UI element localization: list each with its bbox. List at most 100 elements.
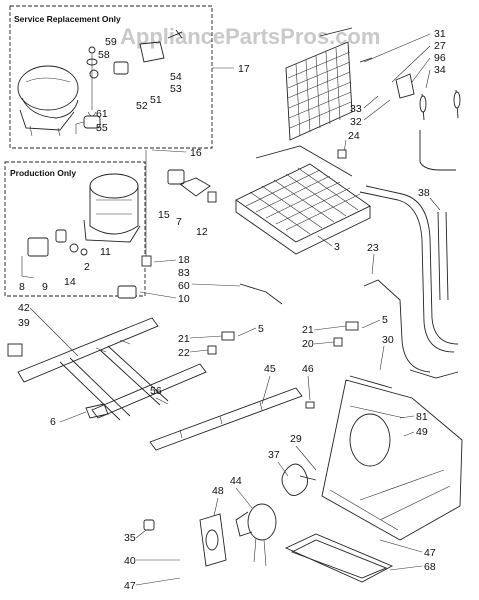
service-box-title: Service Replacement Only bbox=[14, 14, 121, 24]
label-2: 2 bbox=[84, 261, 90, 273]
leaders-18-10 bbox=[139, 259, 241, 299]
service-compressor bbox=[17, 65, 79, 137]
condenser-coil bbox=[285, 27, 353, 141]
part-30-tube bbox=[349, 375, 393, 389]
production-box-title: Production Only bbox=[10, 168, 76, 178]
part-21b-clip bbox=[345, 321, 359, 331]
part-35 bbox=[143, 519, 155, 531]
leaders-81-49 bbox=[399, 415, 415, 437]
fan-blade bbox=[281, 463, 317, 496]
label-22: 22 bbox=[178, 347, 190, 359]
drain-tubes bbox=[359, 185, 459, 379]
label-46: 46 bbox=[302, 363, 314, 375]
leader-16 bbox=[151, 149, 187, 153]
leader-23 bbox=[371, 253, 375, 275]
part-20 bbox=[333, 337, 343, 347]
label-68: 68 bbox=[424, 561, 436, 573]
label-38: 38 bbox=[418, 187, 430, 199]
label-39: 39 bbox=[18, 317, 30, 329]
label-61: 61 bbox=[96, 108, 108, 120]
label-6: 6 bbox=[50, 416, 56, 428]
part-46 bbox=[305, 401, 315, 409]
leaders-47-68 bbox=[379, 539, 423, 571]
label-45: 45 bbox=[264, 363, 276, 375]
label-35: 35 bbox=[124, 532, 136, 544]
leader-35 bbox=[135, 529, 147, 539]
label-10: 10 bbox=[178, 293, 190, 305]
service-replacement-box: Service Replacement Only 59 58 51 52 54 … bbox=[9, 5, 213, 149]
label-7: 7 bbox=[176, 216, 182, 228]
watermark: AppliancePartsPros.com bbox=[120, 24, 380, 49]
label-42: 42 bbox=[18, 302, 30, 314]
leaders-31-34 bbox=[363, 33, 431, 89]
leader-44 bbox=[235, 487, 253, 509]
label-29: 29 bbox=[290, 433, 302, 445]
label-34: 34 bbox=[434, 64, 446, 76]
label-5b: 5 bbox=[382, 314, 388, 326]
leader-30 bbox=[379, 345, 385, 371]
label-24: 24 bbox=[348, 130, 360, 142]
label-27: 27 bbox=[434, 40, 446, 52]
label-47a: 47 bbox=[124, 580, 136, 592]
label-15: 15 bbox=[158, 209, 170, 221]
label-48: 48 bbox=[212, 485, 224, 497]
leader-45 bbox=[261, 375, 271, 405]
drier-and-fittings bbox=[359, 57, 461, 171]
production-only-box: Production Only 11 2 14 9 8 bbox=[4, 161, 146, 297]
label-21a: 21 bbox=[178, 333, 190, 345]
label-12: 12 bbox=[196, 226, 208, 238]
relay-parts bbox=[141, 150, 217, 267]
leader-46 bbox=[307, 375, 311, 401]
label-54: 54 bbox=[170, 71, 182, 83]
part-22 bbox=[207, 345, 217, 355]
leader-56 bbox=[155, 397, 169, 405]
label-14: 14 bbox=[64, 276, 76, 288]
label-44: 44 bbox=[230, 475, 242, 487]
label-81: 81 bbox=[416, 411, 428, 423]
thermistor-and-plug bbox=[117, 283, 283, 305]
label-20: 20 bbox=[302, 338, 314, 350]
leaders-21-20-5 bbox=[313, 319, 381, 345]
motor-bracket bbox=[199, 513, 227, 567]
fan-motor bbox=[235, 503, 277, 567]
label-5a: 5 bbox=[258, 323, 264, 335]
evaporator bbox=[235, 145, 371, 255]
label-47b: 47 bbox=[424, 547, 436, 559]
label-55: 55 bbox=[96, 122, 108, 134]
label-33: 33 bbox=[350, 103, 362, 115]
label-83: 83 bbox=[178, 267, 190, 279]
label-59: 59 bbox=[105, 36, 117, 48]
label-52: 52 bbox=[136, 100, 148, 112]
label-56: 56 bbox=[150, 385, 162, 397]
base-frame bbox=[17, 317, 207, 421]
leader-3 bbox=[317, 235, 333, 247]
leader-42 bbox=[29, 307, 79, 357]
production-small-parts bbox=[21, 229, 88, 279]
label-96: 96 bbox=[434, 52, 446, 64]
label-16: 16 bbox=[190, 147, 202, 159]
leader-38 bbox=[429, 197, 441, 211]
label-18: 18 bbox=[178, 254, 190, 266]
label-31: 31 bbox=[434, 28, 446, 40]
label-60: 60 bbox=[178, 280, 190, 292]
part-21-clip bbox=[221, 331, 235, 341]
label-11: 11 bbox=[100, 246, 111, 258]
leader-47a bbox=[135, 577, 181, 586]
label-37: 37 bbox=[268, 449, 280, 461]
label-30: 30 bbox=[382, 334, 394, 346]
label-3: 3 bbox=[334, 241, 340, 253]
rail-45 bbox=[149, 387, 303, 451]
label-49: 49 bbox=[416, 426, 428, 438]
part-24-screw bbox=[337, 149, 347, 159]
leader-48 bbox=[213, 497, 219, 517]
label-9: 9 bbox=[42, 281, 48, 293]
label-23: 23 bbox=[367, 242, 379, 254]
fan-bracket bbox=[321, 379, 463, 541]
label-53: 53 bbox=[170, 83, 182, 95]
label-58: 58 bbox=[98, 49, 110, 61]
leader-37 bbox=[277, 461, 289, 477]
drain-pan bbox=[284, 533, 394, 583]
part-39 bbox=[7, 343, 23, 357]
